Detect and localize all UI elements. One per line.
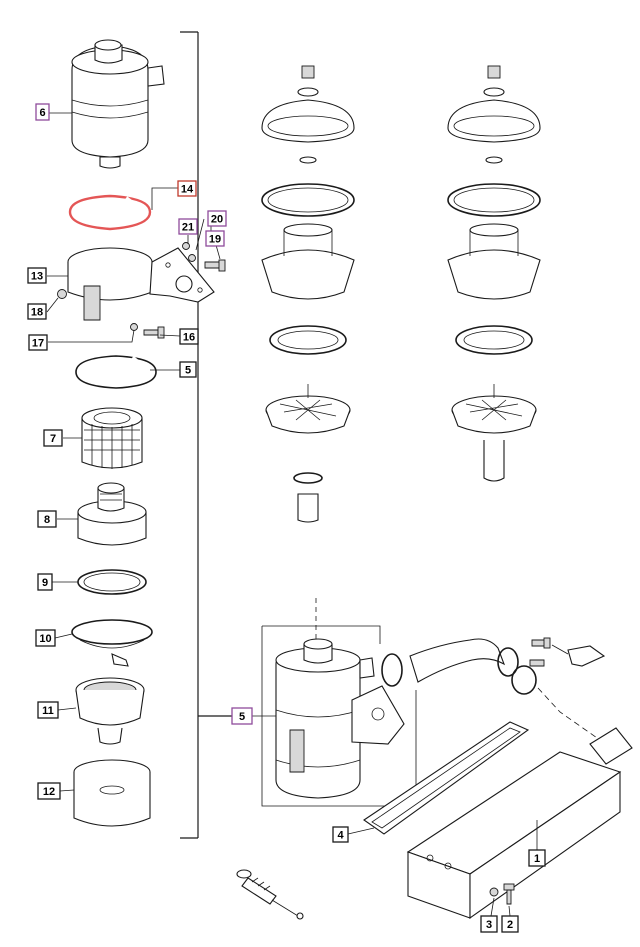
cap-assembly-center bbox=[261, 65, 355, 523]
svg-text:16: 16 bbox=[183, 332, 195, 344]
callout-4: 4 bbox=[332, 826, 349, 843]
callout-14: 14 bbox=[177, 180, 197, 197]
svg-text:7: 7 bbox=[50, 433, 56, 445]
callout-21: 21 bbox=[178, 218, 198, 235]
svg-text:18: 18 bbox=[31, 307, 43, 319]
callout-5-bottom: 5 bbox=[231, 707, 253, 725]
svg-text:8: 8 bbox=[44, 514, 50, 526]
installed-filter-view bbox=[261, 598, 417, 807]
bottom-bolts bbox=[489, 883, 515, 905]
seal-ring-9 bbox=[77, 569, 147, 595]
svg-text:3: 3 bbox=[486, 919, 492, 931]
clamp-ring-10 bbox=[71, 619, 153, 667]
retaining-ring-14 bbox=[68, 194, 152, 231]
svg-text:5: 5 bbox=[185, 365, 191, 377]
svg-text:12: 12 bbox=[43, 786, 55, 798]
callout-18: 18 bbox=[27, 303, 47, 320]
clamp-band-13 bbox=[67, 247, 215, 321]
svg-text:10: 10 bbox=[39, 633, 51, 645]
svg-text:21: 21 bbox=[182, 222, 194, 234]
svg-text:1: 1 bbox=[534, 853, 540, 865]
callout-5-top: 5 bbox=[179, 361, 197, 378]
callout-9: 9 bbox=[37, 573, 53, 591]
callout-7: 7 bbox=[43, 429, 63, 447]
filter-element-8 bbox=[77, 482, 147, 546]
callout-1: 1 bbox=[528, 849, 546, 867]
callout-17: 17 bbox=[28, 334, 48, 351]
spring-pin bbox=[236, 869, 304, 920]
mounting-bracket bbox=[529, 637, 606, 667]
assembly-bracket bbox=[180, 31, 232, 839]
fasteners-group bbox=[57, 242, 226, 339]
svg-text:13: 13 bbox=[31, 271, 43, 283]
cap-assembly-right bbox=[447, 65, 541, 482]
callout-19: 19 bbox=[205, 230, 225, 247]
callout-13: 13 bbox=[27, 267, 47, 284]
svg-text:4: 4 bbox=[337, 830, 344, 842]
svg-text:17: 17 bbox=[32, 338, 44, 350]
svg-text:5: 5 bbox=[239, 711, 245, 723]
callout-11: 11 bbox=[37, 701, 59, 719]
callout-20: 20 bbox=[207, 210, 227, 227]
svg-text:2: 2 bbox=[507, 919, 513, 931]
callout-8: 8 bbox=[37, 510, 57, 528]
intake-hose bbox=[381, 638, 601, 741]
dust-cup-11 bbox=[75, 677, 145, 745]
svg-text:9: 9 bbox=[42, 577, 48, 589]
svg-text:14: 14 bbox=[181, 184, 194, 196]
svg-text:19: 19 bbox=[209, 234, 221, 246]
svg-text:20: 20 bbox=[211, 214, 223, 226]
svg-text:6: 6 bbox=[39, 107, 45, 119]
split-ring-5 bbox=[75, 355, 157, 389]
air-filter-housing bbox=[71, 39, 165, 169]
callout-3: 3 bbox=[480, 915, 498, 933]
svg-text:11: 11 bbox=[42, 705, 54, 717]
leader-lines bbox=[46, 112, 538, 917]
callout-10: 10 bbox=[35, 629, 56, 647]
callout-2: 2 bbox=[501, 915, 519, 933]
callout-6: 6 bbox=[35, 103, 50, 121]
bowl-12 bbox=[73, 759, 151, 827]
intercooler-1 bbox=[406, 727, 633, 920]
callout-12: 12 bbox=[37, 782, 61, 800]
gasket-plate-4 bbox=[363, 721, 530, 835]
filter-element-7 bbox=[81, 407, 143, 469]
callout-16: 16 bbox=[179, 328, 199, 345]
